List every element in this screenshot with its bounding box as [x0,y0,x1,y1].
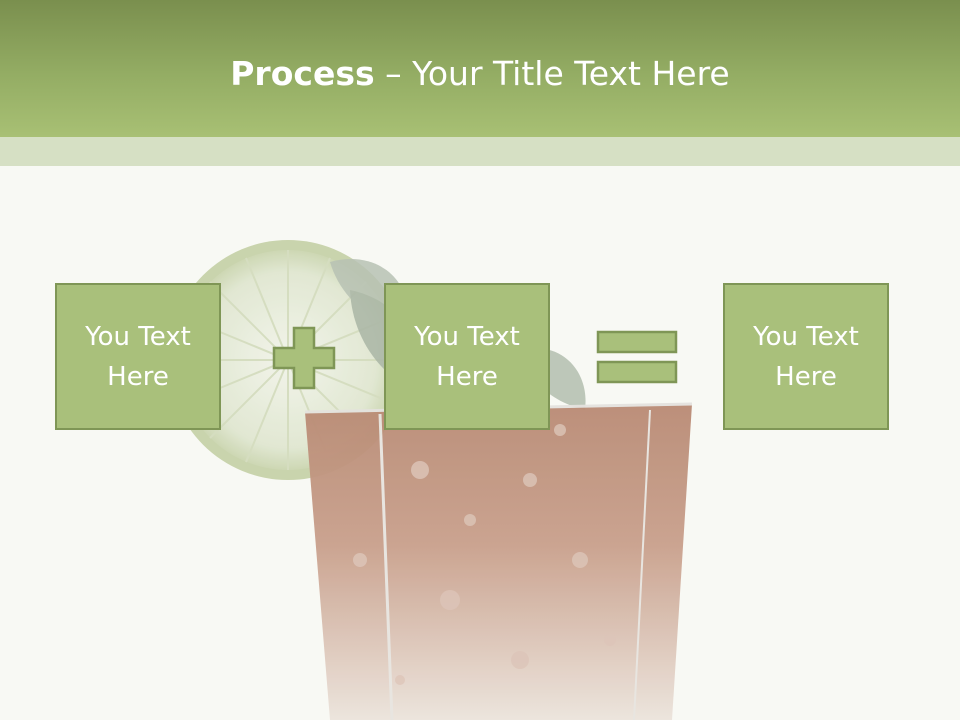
title-rest: Your Title Text Here [412,54,730,93]
glass [304,402,693,720]
slide-title[interactable]: Process – Your Title Text Here [0,54,960,94]
text-box-3-label: You Text Here [753,321,859,392]
title-bar [0,0,960,137]
title-separator: – [374,54,413,93]
text-box-2[interactable]: You Text Here [384,283,550,430]
text-box-2-label: You Text Here [414,321,520,392]
equals-icon [596,330,678,384]
title-stripe [0,137,960,166]
text-box-1-label: You Text Here [85,321,191,392]
drink-glass-photo [168,240,693,720]
text-box-3[interactable]: You Text Here [723,283,889,430]
text-box-1[interactable]: You Text Here [55,283,221,430]
title-bold: Process [230,54,375,93]
plus-icon [272,326,336,390]
